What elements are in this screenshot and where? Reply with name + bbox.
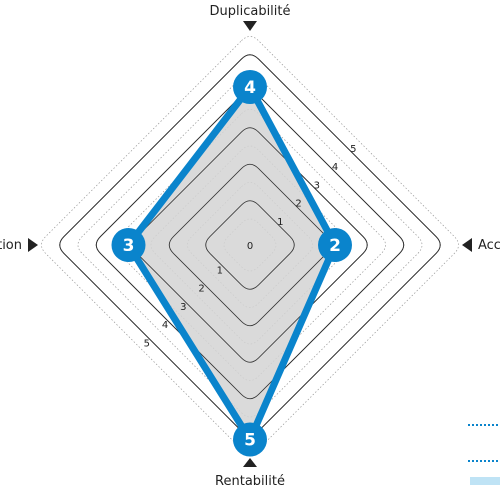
axis-label-bottom: Rentabilité: [215, 474, 285, 489]
tick-label-center: 0: [247, 241, 253, 252]
value-marker-label-right: 2: [329, 236, 341, 256]
axis-arrow-left: [28, 238, 38, 252]
grid-ring-overlay: [168, 163, 332, 327]
tick-label-ur-4: 4: [332, 162, 338, 173]
value-marker-top: [233, 70, 267, 104]
tick-label-ll-3: 3: [180, 302, 186, 313]
axis-label-top: Duplicabilité: [209, 4, 290, 19]
value-marker-label-top: 4: [244, 78, 256, 98]
tick-label-ur-1: 1: [277, 217, 283, 228]
value-marker-right: [318, 228, 352, 262]
tick-layer: 0 1 2 3 4 5 1 2 3 4 5: [144, 144, 357, 350]
series-area: [128, 87, 335, 440]
marker-layer: 4 2 5 3: [111, 70, 352, 457]
tick-label-ur-5: 5: [350, 144, 356, 155]
axis-arrow-top: [243, 21, 257, 31]
tick-label-ur-2: 2: [295, 199, 301, 210]
tick-label-ll-2: 2: [198, 284, 204, 295]
axis-label-right: Acc: [478, 238, 500, 253]
value-marker-label-left: 3: [123, 236, 135, 256]
tick-label-ur-3: 3: [314, 180, 320, 191]
axis-label-left: tion: [0, 238, 22, 253]
axis-arrow-bottom: [243, 458, 257, 467]
value-marker-bottom: [233, 422, 267, 457]
tick-label-ll-4: 4: [162, 320, 168, 331]
legend-swatch: [470, 477, 500, 485]
tick-label-ll-5: 5: [144, 338, 150, 349]
grid-ring-overlay: [205, 200, 295, 290]
tick-label-ll-1: 1: [217, 265, 223, 276]
value-marker-label-bottom: 5: [244, 431, 256, 451]
value-marker-left: [111, 228, 146, 262]
axis-arrow-right: [462, 238, 472, 252]
